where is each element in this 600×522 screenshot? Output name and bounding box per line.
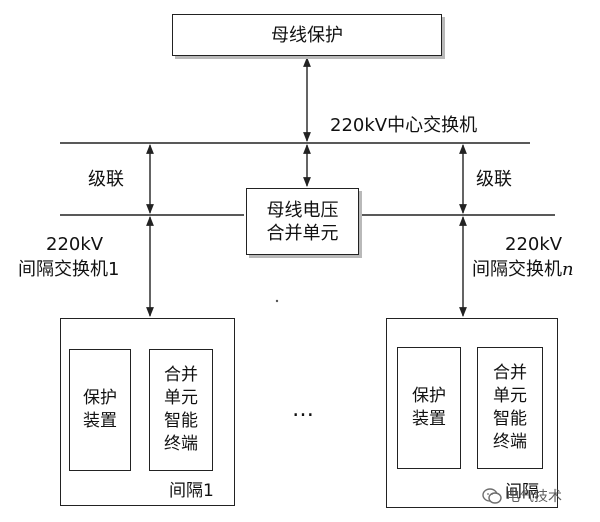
bay-n-label: 间隔: [505, 482, 539, 502]
bay-n-protection-line2: 装置: [412, 409, 446, 429]
bay-n-protection-line1: 保护: [412, 386, 446, 406]
bay-1-mu-intelligent-terminal: 合并 单元 智能 终端: [149, 349, 213, 471]
bay-switch-1-voltage: 220kV: [46, 234, 104, 255]
bay-1-mu-line2: 单元: [164, 388, 198, 408]
cascade-right-label: 级联: [476, 169, 512, 190]
cascade-left-label: 级联: [88, 169, 124, 190]
watermark: 电气技术: [482, 486, 562, 506]
bay-1-mu-line1: 合并: [164, 365, 198, 385]
bay-switch-n-name-prefix: 间隔交换机: [472, 259, 562, 280]
bay-ellipsis: …: [292, 397, 314, 422]
bay-1-protection-line2: 装置: [83, 411, 117, 431]
watermark-text: 电气技术: [506, 489, 562, 505]
bay-1-mu-line4: 终端: [164, 434, 198, 454]
bus-voltage-mu-line2: 合并单元: [266, 222, 339, 244]
bay-1-mu-line3: 智能: [164, 411, 198, 431]
center-switch-label: 220kV中心交换机: [330, 115, 478, 136]
bay-n-mu-line1: 合并: [493, 363, 527, 383]
bus-voltage-merging-unit: 母线电压 合并单元: [246, 188, 359, 255]
bay-1-protection-device: 保护 装置: [69, 349, 131, 471]
bay-switch-n-voltage: 220kV: [505, 234, 563, 255]
bus-protection-label: 母线保护: [271, 24, 343, 46]
bus-protection-box: 母线保护: [172, 14, 442, 56]
bay-1-protection-line1: 保护: [83, 388, 117, 408]
bay-1-label: 间隔1: [169, 481, 214, 501]
bay-switch-1-name: 间隔交换机1: [18, 259, 120, 280]
bay-n-mu-intelligent-terminal: 合并 单元 智能 终端: [477, 347, 543, 469]
bay-1-box: 保护 装置 合并 单元 智能 终端 间隔1: [60, 318, 235, 506]
bay-switch-n-name: 间隔交换机n: [472, 258, 574, 282]
bay-n-mu-line4: 终端: [493, 432, 527, 452]
stray-dot: [275, 299, 279, 303]
bay-switch-n-name-suffix: n: [562, 259, 574, 280]
bus-voltage-mu-line1: 母线电压: [266, 199, 339, 221]
wechat-logo-icon: [482, 488, 502, 504]
bay-n-mu-line2: 单元: [493, 386, 527, 406]
bay-n-mu-line3: 智能: [493, 409, 527, 429]
bay-n-protection-device: 保护 装置: [397, 347, 461, 469]
bay-n-box: 保护 装置 合并 单元 智能 终端 间隔: [386, 318, 558, 508]
